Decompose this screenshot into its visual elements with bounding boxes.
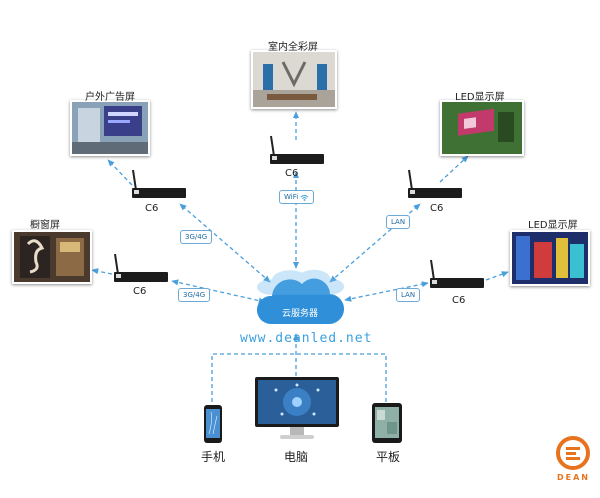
screen-line-left <box>91 268 113 275</box>
link-line-left <box>171 279 266 304</box>
indoor-screen-icon <box>253 52 335 107</box>
window-screen-label: 橱窗屏 <box>30 220 60 231</box>
player-device-left <box>114 253 168 282</box>
link-line-upper-left <box>179 203 271 283</box>
window-screen-icon <box>14 232 90 282</box>
cloud-server-icon <box>256 269 344 325</box>
link-tag-upper-left: 3G/4G <box>180 230 213 244</box>
link-tag-top: WiFi <box>279 190 315 204</box>
led-screen-label-1: LED显示屏 <box>455 92 505 103</box>
player-device-right <box>430 259 484 288</box>
link-tag-right: LAN <box>396 288 421 302</box>
led-screen-photo-2 <box>510 230 590 286</box>
screen-line-upper-right <box>439 155 469 183</box>
window-screen-photo <box>12 230 92 284</box>
tablet-icon <box>372 403 402 443</box>
tablet-label: 平板 <box>376 450 401 464</box>
phone-label: 手机 <box>201 450 226 464</box>
led-screen-photo-1 <box>440 100 524 156</box>
dean-logo-icon <box>556 436 590 470</box>
player-device-upper-right <box>408 169 462 198</box>
outdoor-screen-label: 户外广告屏 <box>85 92 135 103</box>
link-tag-upper-right: LAN <box>386 215 411 229</box>
screen-line-right <box>485 271 509 281</box>
outdoor-screen-icon <box>72 102 148 154</box>
player-label-left: C6 <box>133 286 147 297</box>
screen-line-upper-left <box>107 159 133 186</box>
indoor-screen-photo <box>251 50 337 109</box>
player-label-right: C6 <box>452 295 466 306</box>
link-tag-left: 3G/4G <box>178 288 211 302</box>
link-line-right <box>344 281 429 302</box>
indoor-screen-label: 室内全彩屏 <box>268 42 318 53</box>
client-line-tablet <box>296 353 387 402</box>
dean-logo-text: DEAN <box>557 473 590 482</box>
cloud-server-label: 云服务器 <box>282 309 319 319</box>
computer-icon <box>255 377 339 439</box>
wifi-icon <box>301 194 309 201</box>
outdoor-screen-photo <box>70 100 150 156</box>
player-label-top: C6 <box>285 168 299 179</box>
client-line-phone <box>211 353 296 402</box>
website-url[interactable]: www.deanled.net <box>240 331 373 346</box>
led-screen-label-2: LED显示屏 <box>528 220 578 231</box>
player-device-top <box>270 135 324 164</box>
led-screen-icon-1 <box>442 102 522 154</box>
computer-label: 电脑 <box>284 450 309 464</box>
player-label-upper-left: C6 <box>145 203 159 214</box>
led-screen-icon-2 <box>512 232 588 284</box>
player-device-upper-left <box>132 169 186 198</box>
player-label-upper-right: C6 <box>430 203 444 214</box>
phone-icon <box>204 405 222 443</box>
